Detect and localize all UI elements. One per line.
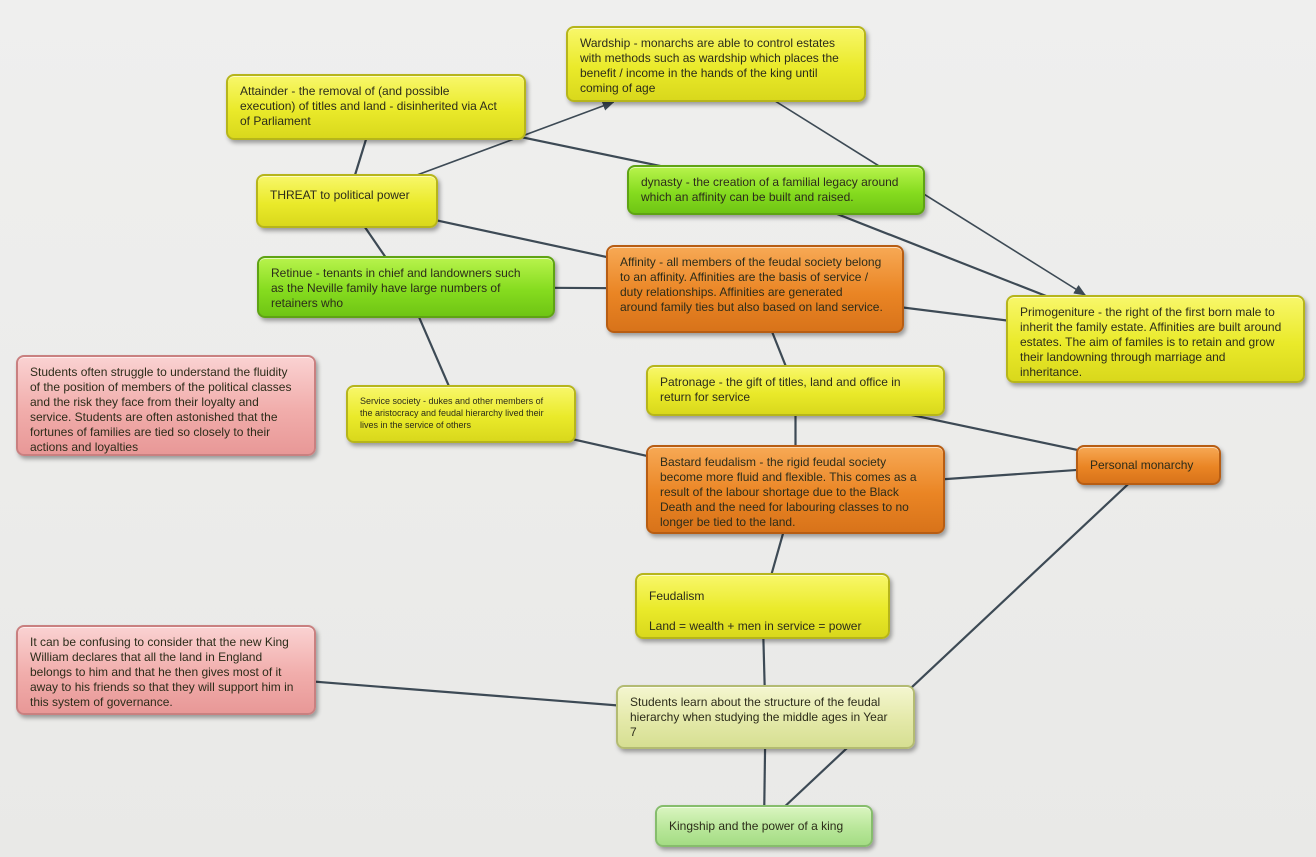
node-dynasty[interactable]: dynasty - the creation of a familial leg… <box>627 165 925 215</box>
node-confusing-text: It can be confusing to consider that the… <box>30 635 294 709</box>
node-primogeniture[interactable]: Primogeniture - the right of the first b… <box>1006 295 1305 383</box>
node-service-society-text: Service society - dukes and other member… <box>360 396 544 430</box>
node-confusing-note[interactable]: It can be confusing to consider that the… <box>16 625 316 715</box>
node-feudalism[interactable]: Feudalism Land = wealth + men in service… <box>635 573 890 639</box>
node-threat[interactable]: THREAT to political power <box>256 174 438 228</box>
link-personal_monarchy-kingship <box>763 464 1150 827</box>
node-attainder[interactable]: Attainder - the removal of (and possible… <box>226 74 526 140</box>
node-feudalism-formula: Land = wealth + men in service = power <box>649 619 862 633</box>
node-affinity[interactable]: Affinity - all members of the feudal soc… <box>606 245 904 333</box>
node-bastard-feudalism[interactable]: Bastard feudalism - the rigid feudal soc… <box>646 445 945 534</box>
node-primogeniture-text: Primogeniture - the right of the first b… <box>1020 305 1282 379</box>
node-personal-monarchy[interactable]: Personal monarchy <box>1076 445 1221 485</box>
node-affinity-text: Affinity - all members of the feudal soc… <box>620 255 883 314</box>
node-feudal-structure[interactable]: Students learn about the structure of th… <box>616 685 915 749</box>
node-bastard-feudalism-text: Bastard feudalism - the rigid feudal soc… <box>660 455 917 529</box>
node-kingship-text: Kingship and the power of a king <box>669 819 844 833</box>
node-threat-text: THREAT to political power <box>270 188 410 202</box>
node-feudalism-title: Feudalism <box>649 589 705 603</box>
node-patronage-text: Patronage - the gift of titles, land and… <box>660 375 901 404</box>
node-dynasty-text: dynasty - the creation of a familial leg… <box>641 175 899 204</box>
node-personal-monarchy-text: Personal monarchy <box>1090 458 1194 472</box>
node-wardship-text: Wardship - monarchs are able to control … <box>580 36 839 95</box>
node-patronage[interactable]: Patronage - the gift of titles, land and… <box>646 365 945 416</box>
node-attainder-text: Attainder - the removal of (and possible… <box>240 84 497 128</box>
node-fluidity-text: Students often struggle to understand th… <box>30 365 292 454</box>
node-wardship[interactable]: Wardship - monarchs are able to control … <box>566 26 866 102</box>
node-structure-text: Students learn about the structure of th… <box>630 695 888 739</box>
node-retinue-text: Retinue - tenants in chief and landowner… <box>271 266 521 310</box>
node-kingship[interactable]: Kingship and the power of a king <box>655 805 873 847</box>
node-retinue[interactable]: Retinue - tenants in chief and landowner… <box>257 256 555 318</box>
node-fluidity-note[interactable]: Students often struggle to understand th… <box>16 355 316 456</box>
node-service-society[interactable]: Service society - dukes and other member… <box>346 385 576 443</box>
